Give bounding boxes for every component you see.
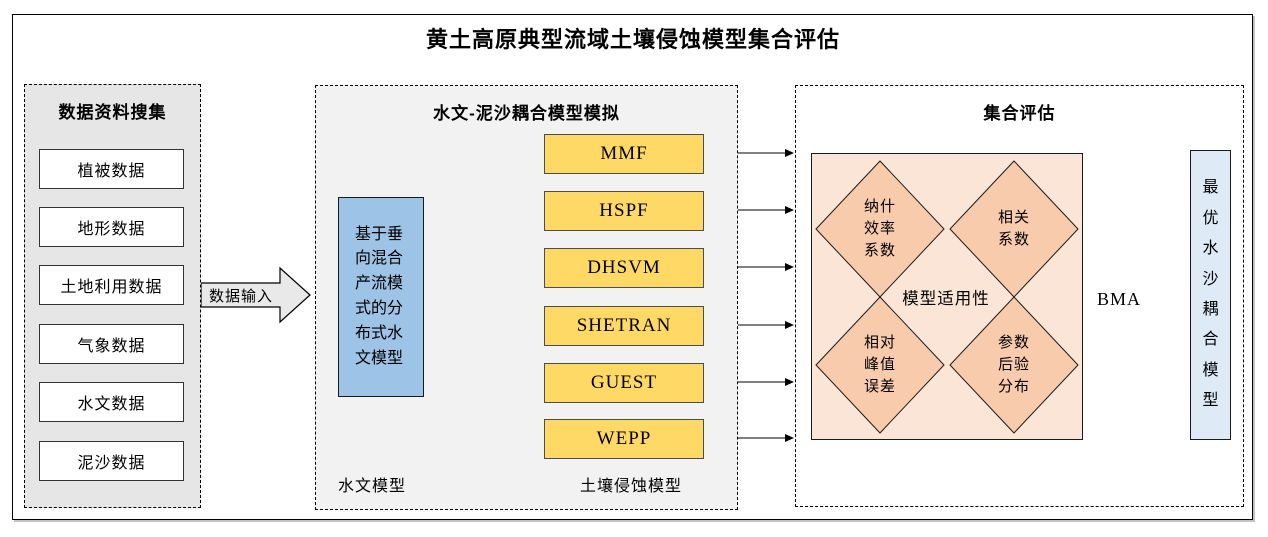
data-box-meteorology: 气象数据 — [39, 324, 184, 364]
optimal-model-box: 最优水沙耦合模型 — [1190, 150, 1231, 440]
model-box-guest: GUEST — [544, 363, 704, 403]
hydro-model-footer-label: 水文模型 — [338, 478, 407, 495]
optimal-model-label: 最优水沙耦合模型 — [1202, 179, 1219, 410]
erosion-model-footer-label: 土壤侵蚀模型 — [579, 478, 682, 495]
model-box-dhsvm: DHSVM — [544, 248, 704, 288]
model-box-hspf: HSPF — [544, 191, 704, 231]
ensemble-evaluation-header: 集合评估 — [983, 104, 1056, 123]
model-box-wepp: WEPP — [544, 419, 704, 459]
data-collection-panel: 数据资料搜集 植被数据 地形数据 土地利用数据 气象数据 水文数据 泥沙数据 — [24, 84, 201, 508]
criterion-correlation-label: 相关 系数 — [997, 209, 1030, 248]
bma-label: BMA — [1096, 289, 1141, 309]
model-box-shetran: SHETRAN — [544, 306, 704, 346]
model-applicability-label: 模型适用性 — [902, 290, 990, 308]
coupled-simulation-header: 水文-泥沙耦合模型模拟 — [433, 104, 620, 123]
diagram-title: 黄土高原典型流域土壤侵蚀模型集合评估 — [425, 27, 840, 52]
data-box-landuse: 土地利用数据 — [39, 265, 184, 305]
coupled-simulation-panel: 水文-泥沙耦合模型模拟 基于垂向混合产流模式的分布式水文模型 MMF HSPF … — [315, 85, 738, 510]
data-box-sediment: 泥沙数据 — [39, 441, 184, 481]
hydrological-model-label: 基于垂向混合产流模式的分布式水文模型 — [355, 225, 404, 367]
criterion-diamonds-icon — [815, 160, 1079, 434]
model-box-mmf: MMF — [544, 134, 704, 174]
criterion-nse-label: 纳什 效率 系数 — [863, 198, 896, 259]
criterion-peak-error-label: 相对 峰值 误差 — [863, 334, 896, 395]
data-input-label: 数据输入 — [208, 287, 273, 305]
data-box-hydrology: 水文数据 — [39, 382, 184, 422]
data-box-terrain: 地形数据 — [39, 207, 184, 247]
hydrological-model-box: 基于垂向混合产流模式的分布式水文模型 — [338, 197, 424, 397]
data-box-vegetation: 植被数据 — [39, 149, 184, 189]
data-collection-header: 数据资料搜集 — [58, 103, 167, 122]
model-applicability-box: 纳什 效率 系数 相关 系数 相对 峰值 误差 参数 后验 分布 模型适用性 — [811, 153, 1083, 440]
criterion-posterior-label: 参数 后验 分布 — [997, 334, 1030, 395]
ensemble-evaluation-panel: 集合评估 纳什 效率 系数 相关 系数 相对 峰值 误差 参数 后验 分布 模型… — [795, 85, 1244, 507]
